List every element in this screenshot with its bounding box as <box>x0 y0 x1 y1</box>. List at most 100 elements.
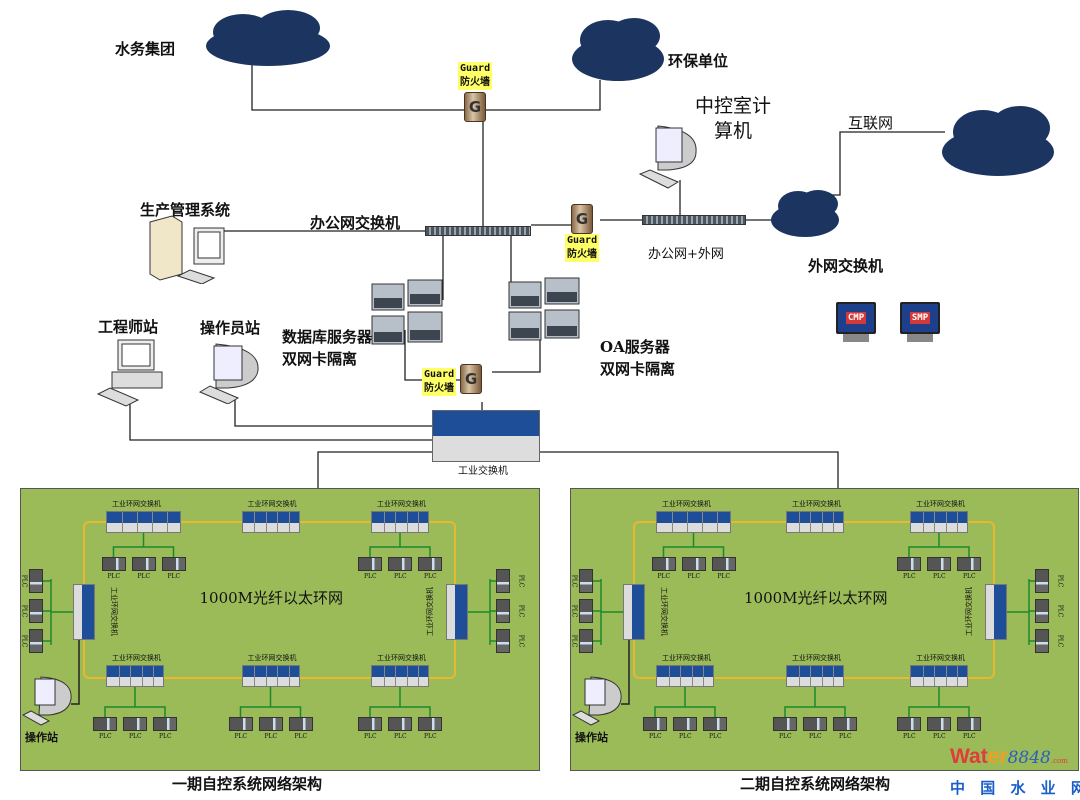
plc-icon <box>1035 599 1049 623</box>
plc-icon <box>957 557 981 571</box>
operator-station-icon <box>571 676 622 726</box>
ring-switch <box>786 511 844 533</box>
plc-icon <box>651 557 676 571</box>
water-group-label: 水务集团 <box>115 40 176 58</box>
ring-switch-vertical <box>73 584 95 640</box>
plc-icon <box>418 557 442 571</box>
cloud-icon-env-unit <box>572 18 664 81</box>
firewall-label: Guard <box>565 234 600 248</box>
ring-switch-label: 工业环网交换机 <box>965 587 973 636</box>
plc-icon <box>29 569 43 593</box>
plc-icon <box>29 599 43 623</box>
plc-icon <box>957 717 981 731</box>
ring-switch-label: 工业环网交换机 <box>112 654 161 662</box>
firewall-icon: G <box>571 204 594 234</box>
plc-label: PLC <box>517 604 525 618</box>
link-line <box>104 706 166 717</box>
db-server-icon <box>371 279 443 345</box>
plc-label: PLC <box>294 733 308 740</box>
office-external-label: 办公网+外网 <box>648 247 724 262</box>
cloud-icon-internet <box>942 106 1054 176</box>
plc-label: PLC <box>107 573 121 580</box>
plc-icon <box>643 717 667 731</box>
plc-icon <box>703 717 727 731</box>
plc-label: PLC <box>99 733 112 740</box>
plc-icon <box>579 569 593 593</box>
cmp-label: CMP <box>845 312 867 324</box>
ring-switch <box>106 511 181 533</box>
link-line <box>369 706 431 717</box>
plc-label: PLC <box>364 733 377 740</box>
plc-label: PLC <box>839 733 852 740</box>
plc-label: PLC <box>779 733 792 740</box>
plc-label: PLC <box>424 573 437 580</box>
watermark-subtitle: 中 国 水 业 网 <box>950 779 1080 797</box>
engineer-station-icon <box>96 339 163 407</box>
operator-station-label: 操作员站 <box>200 319 261 337</box>
plc-icon <box>496 569 510 593</box>
plc-label: PLC <box>963 573 976 580</box>
plc-label: PLC <box>649 733 662 740</box>
link-line <box>908 546 970 557</box>
link-line <box>908 706 970 717</box>
ring-switch-label: 工业环网交换机 <box>110 587 118 636</box>
plc-icon <box>418 717 442 731</box>
plc-icon <box>101 557 126 571</box>
control-room-monitor-icon <box>638 125 697 189</box>
plc-label: PLC <box>364 573 377 580</box>
industrial-switch-label: 工业交换机 <box>458 466 508 477</box>
env-unit-label: 环保单位 <box>668 52 729 70</box>
ring-switch-label: 工业环网交换机 <box>916 500 965 508</box>
plc-label: PLC <box>570 634 578 648</box>
plc-label: PLC <box>933 733 946 740</box>
ring-switch-label: 工业环网交换机 <box>112 500 161 508</box>
plc-label: PLC <box>679 733 692 740</box>
plc-label: PLC <box>20 574 28 588</box>
ring-switch <box>656 665 714 687</box>
ring-switch-label: 工业环网交换机 <box>660 587 668 636</box>
plc-icon <box>358 717 382 731</box>
plc-icon <box>681 557 706 571</box>
plc-icon <box>388 557 412 571</box>
ring-switch-label: 工业环网交换机 <box>662 654 711 662</box>
ring-switch <box>656 511 731 533</box>
plc-label: PLC <box>709 733 722 740</box>
link-line <box>71 638 80 705</box>
ring-switch-vertical <box>446 584 468 640</box>
plc-label: PLC <box>517 574 525 588</box>
production-mgmt-label: 生产管理系统 <box>140 201 231 219</box>
plc-label: PLC <box>264 733 278 740</box>
office-switch-label: 办公网交换机 <box>310 214 401 232</box>
operator-station-icon <box>198 343 259 404</box>
plc-label: PLC <box>1056 574 1064 588</box>
ring-switch <box>241 511 300 533</box>
link-line <box>654 706 716 717</box>
ring-switch <box>371 665 429 687</box>
plc-icon <box>288 717 313 731</box>
ring-switch-label: 工业环网交换机 <box>377 500 426 508</box>
plc-icon <box>153 717 177 731</box>
plc-label: PLC <box>167 573 181 580</box>
oa-server-label: OA服务器 双网卡隔离 <box>600 338 676 378</box>
plc-icon <box>228 717 253 731</box>
ring-switch-label: 工业环网交换机 <box>426 587 434 636</box>
plc-icon <box>496 599 510 623</box>
firewall-label: 防火墙 <box>565 248 600 262</box>
smp-label: SMP <box>909 312 931 324</box>
ring-switch <box>371 511 429 533</box>
plc-icon <box>711 557 736 571</box>
plc-label: PLC <box>129 733 142 740</box>
watermark-brand: Wat <box>950 745 988 768</box>
ring-switch-vertical <box>623 584 645 640</box>
plc-icon <box>358 557 382 571</box>
plc-icon <box>258 717 283 731</box>
ring-switch-label: 工业环网交换机 <box>377 654 426 662</box>
ring-links <box>21 533 496 726</box>
plc-label: PLC <box>20 604 28 618</box>
plc-icon <box>927 557 951 571</box>
cmp-monitor-icon: CMP <box>836 302 876 344</box>
watermark-brand: 8848 <box>1007 748 1051 768</box>
